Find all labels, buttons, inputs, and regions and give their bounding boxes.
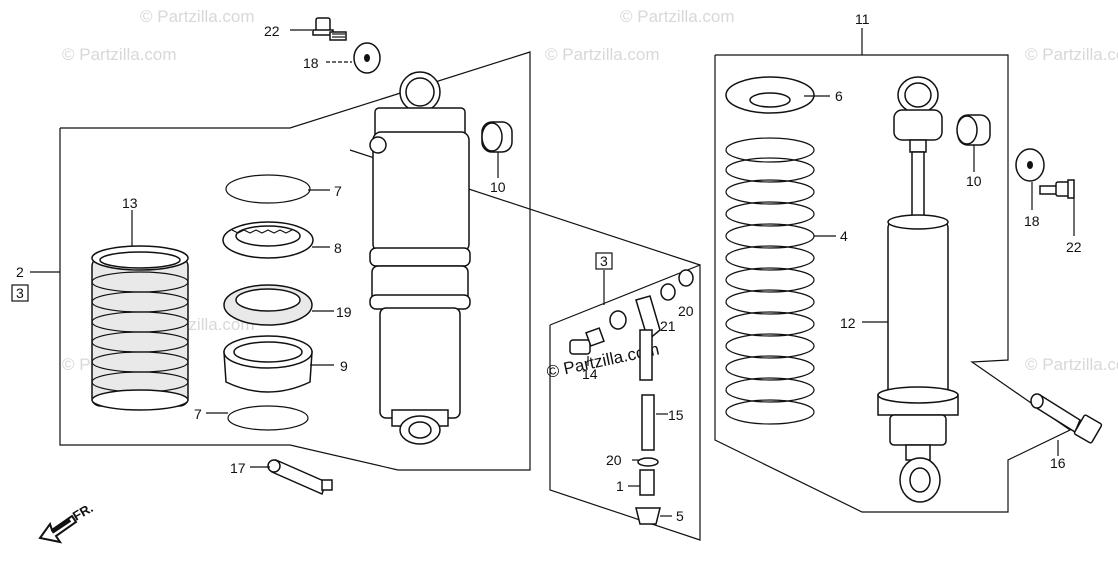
callout-10-left: 10 bbox=[490, 179, 506, 195]
washer-21-b bbox=[660, 283, 676, 301]
callout-22: 22 bbox=[264, 23, 280, 39]
callout-16: 16 bbox=[1050, 455, 1066, 471]
callout-18-right: 18 bbox=[1024, 213, 1040, 229]
callout-15: 15 bbox=[668, 407, 684, 423]
spring-13 bbox=[91, 245, 189, 411]
callout-18: 18 bbox=[303, 55, 319, 71]
watermark-4: © Partzilla.com bbox=[620, 7, 735, 26]
cap-5 bbox=[635, 507, 661, 525]
callout-10-right: 10 bbox=[966, 173, 982, 189]
callout-7-bottom: 7 bbox=[194, 406, 202, 422]
bolt-16 bbox=[1030, 393, 1103, 444]
callout-14: 14 bbox=[582, 366, 598, 382]
callout-6: 6 bbox=[835, 88, 843, 104]
spring-seat-6 bbox=[725, 76, 815, 114]
watermark-2: © Partzilla.com bbox=[140, 7, 255, 26]
callout-4: 4 bbox=[840, 228, 848, 244]
callout-3-box-middle bbox=[595, 252, 613, 270]
fitting-1 bbox=[639, 469, 655, 496]
collar-9 bbox=[223, 335, 313, 393]
right-shock-absorber bbox=[877, 76, 959, 503]
callout-22-right: 22 bbox=[1066, 239, 1082, 255]
callout-8: 8 bbox=[334, 240, 342, 256]
bearing-8 bbox=[222, 221, 314, 259]
bolt-14 bbox=[569, 327, 605, 355]
callout-1: 1 bbox=[616, 478, 624, 494]
circlip-7-top bbox=[225, 174, 311, 204]
leader-lines bbox=[30, 29, 1075, 517]
rod-15 bbox=[635, 295, 661, 451]
bolt-22-right bbox=[1039, 179, 1075, 199]
callout-13: 13 bbox=[122, 195, 138, 211]
washer-18-right bbox=[1015, 148, 1045, 182]
callout-20-bottom: 20 bbox=[606, 452, 622, 468]
left-assembly-boundary bbox=[59, 51, 531, 471]
washer-18-top bbox=[353, 42, 381, 74]
callout-labels: 22 18 13 7 8 19 9 7 2 3 17 10 3 14 21 20… bbox=[11, 11, 1082, 524]
washer-20-b bbox=[637, 457, 659, 467]
callout-5: 5 bbox=[676, 508, 684, 524]
callout-21: 21 bbox=[660, 318, 676, 334]
callout-3-left: 3 bbox=[16, 285, 24, 301]
bolt-22-top bbox=[312, 17, 347, 41]
callout-12: 12 bbox=[840, 315, 856, 331]
callout-11: 11 bbox=[855, 11, 870, 27]
seal-19 bbox=[223, 284, 313, 326]
callout-3-middle: 3 bbox=[600, 253, 608, 269]
washer-20-a bbox=[678, 269, 694, 287]
callout-20-top: 20 bbox=[678, 303, 694, 319]
washer-21-a bbox=[609, 310, 627, 330]
right-assembly-boundary bbox=[714, 28, 1072, 513]
watermark-layer: © Partzilla.com © Partzilla.com © Partzi… bbox=[62, 7, 1118, 382]
pin-17 bbox=[267, 458, 333, 496]
callout-9: 9 bbox=[340, 358, 348, 374]
callout-7-top: 7 bbox=[334, 183, 342, 199]
watermark-1: © Partzilla.com bbox=[62, 45, 177, 64]
front-direction-arrow: FR. bbox=[38, 500, 96, 544]
left-shock-absorber bbox=[369, 71, 471, 445]
callout-17: 17 bbox=[230, 460, 246, 476]
callout-2: 2 bbox=[16, 264, 24, 280]
watermark-8: © Partzilla.com bbox=[1025, 355, 1118, 374]
watermark-5: © Partzilla.com bbox=[1025, 45, 1118, 64]
circlip-7-bottom bbox=[227, 405, 309, 431]
watermark-3: © Partzilla.com bbox=[545, 45, 660, 64]
spring-4 bbox=[725, 137, 815, 425]
callout-19: 19 bbox=[336, 304, 352, 320]
bushing-10-right bbox=[956, 114, 991, 146]
callout-3-box-left bbox=[11, 284, 29, 302]
bushing-10-left bbox=[481, 121, 513, 153]
